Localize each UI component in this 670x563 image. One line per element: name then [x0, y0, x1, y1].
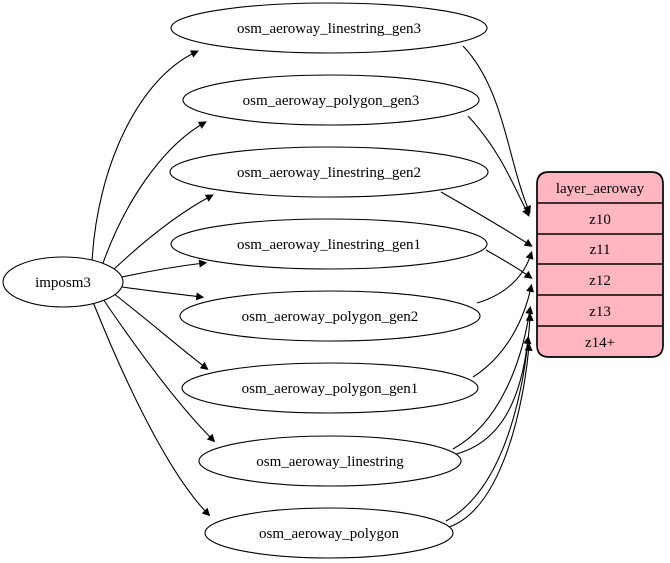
edge-osm-aeroway-linestring-to-z13 — [452, 305, 534, 450]
node-osm-aeroway-polygon-gen3: osm_aeroway_polygon_gen3 — [182, 74, 480, 126]
table-ellipse — [182, 74, 480, 126]
record-row-z12: z12 — [589, 273, 611, 289]
edge-osm-aeroway-linestring-gen3-to-z10 — [462, 45, 531, 214]
edge-imposm3-to-osm-aeroway-polygon — [92, 301, 211, 517]
edge-imposm3-to-osm-aeroway-linestring-gen3 — [91, 50, 199, 263]
imposm3-ellipse — [2, 256, 124, 308]
table-label: osm_aeroway_linestring_gen1 — [237, 237, 421, 253]
edge-osm-aeroway-polygon-gen1-to-z12 — [472, 283, 534, 378]
table-label: osm_aeroway_polygon — [259, 526, 399, 542]
table-label: osm_aeroway_polygon_gen1 — [242, 381, 419, 397]
node-osm-aeroway-linestring-gen2: osm_aeroway_linestring_gen2 — [169, 146, 489, 198]
table-ellipse — [169, 146, 489, 198]
table-label: osm_aeroway_linestring_gen3 — [237, 21, 421, 37]
node-osm-aeroway-polygon-gen2: osm_aeroway_polygon_gen2 — [179, 290, 481, 342]
edge-osm-aeroway-polygon-to-z13 — [445, 312, 534, 522]
record-row-z10: z10 — [589, 212, 611, 228]
layer-aeroway-title: layer_aeroway — [556, 181, 645, 197]
record-row-z14: z14+ — [585, 335, 615, 351]
node-osm-aeroway-polygon: osm_aeroway_polygon — [204, 507, 454, 559]
edge-osm-aeroway-linestring-to-z14 — [455, 335, 532, 455]
edge-osm-aeroway-polygon-to-z14 — [448, 342, 533, 528]
node-osm-aeroway-polygon-gen1: osm_aeroway_polygon_gen1 — [181, 362, 479, 414]
node-layer-aeroway: layer_aeroway z10 z11 z12 z13 z14+ — [536, 171, 664, 358]
record-row-z13: z13 — [589, 304, 611, 320]
table-label: osm_aeroway_polygon_gen2 — [242, 309, 419, 325]
table-ellipse — [179, 290, 481, 342]
record-row-z11: z11 — [589, 242, 610, 258]
edge-osm-aeroway-linestring-gen1-to-z12 — [485, 249, 533, 279]
table-ellipse — [198, 435, 462, 487]
node-osm-aeroway-linestring-gen3: osm_aeroway_linestring_gen3 — [170, 2, 488, 54]
edge-osm-aeroway-polygon-gen3-to-z10 — [467, 115, 530, 217]
table-label: osm_aeroway_linestring — [256, 454, 404, 470]
table-ellipse — [170, 2, 488, 54]
edge-imposm3-to-osm-aeroway-linestring — [102, 298, 216, 443]
edge-imposm3-to-osm-aeroway-polygon-gen2 — [121, 286, 205, 301]
node-imposm3: imposm3 — [2, 256, 124, 308]
edge-imposm3-to-osm-aeroway-linestring-gen2 — [111, 194, 214, 272]
table-ellipse — [170, 218, 488, 270]
edge-osm-aeroway-linestring-gen2-to-z11 — [440, 191, 533, 247]
table-ellipse — [204, 507, 454, 559]
imposm3-label: imposm3 — [35, 275, 91, 291]
edge-imposm3-to-osm-aeroway-polygon-gen3 — [101, 121, 207, 267]
edge-imposm3-to-osm-aeroway-linestring-gen1 — [121, 259, 208, 278]
edges-group — [91, 45, 534, 528]
edge-imposm3-to-osm-aeroway-polygon-gen1 — [112, 292, 209, 370]
node-osm-aeroway-linestring: osm_aeroway_linestring — [198, 435, 462, 487]
table-label: osm_aeroway_polygon_gen3 — [243, 93, 420, 109]
table-ellipse — [181, 362, 479, 414]
table-label: osm_aeroway_linestring_gen2 — [237, 165, 421, 181]
edge-osm-aeroway-polygon-gen2-to-z11 — [476, 250, 534, 304]
node-osm-aeroway-linestring-gen1: osm_aeroway_linestring_gen1 — [170, 218, 488, 270]
